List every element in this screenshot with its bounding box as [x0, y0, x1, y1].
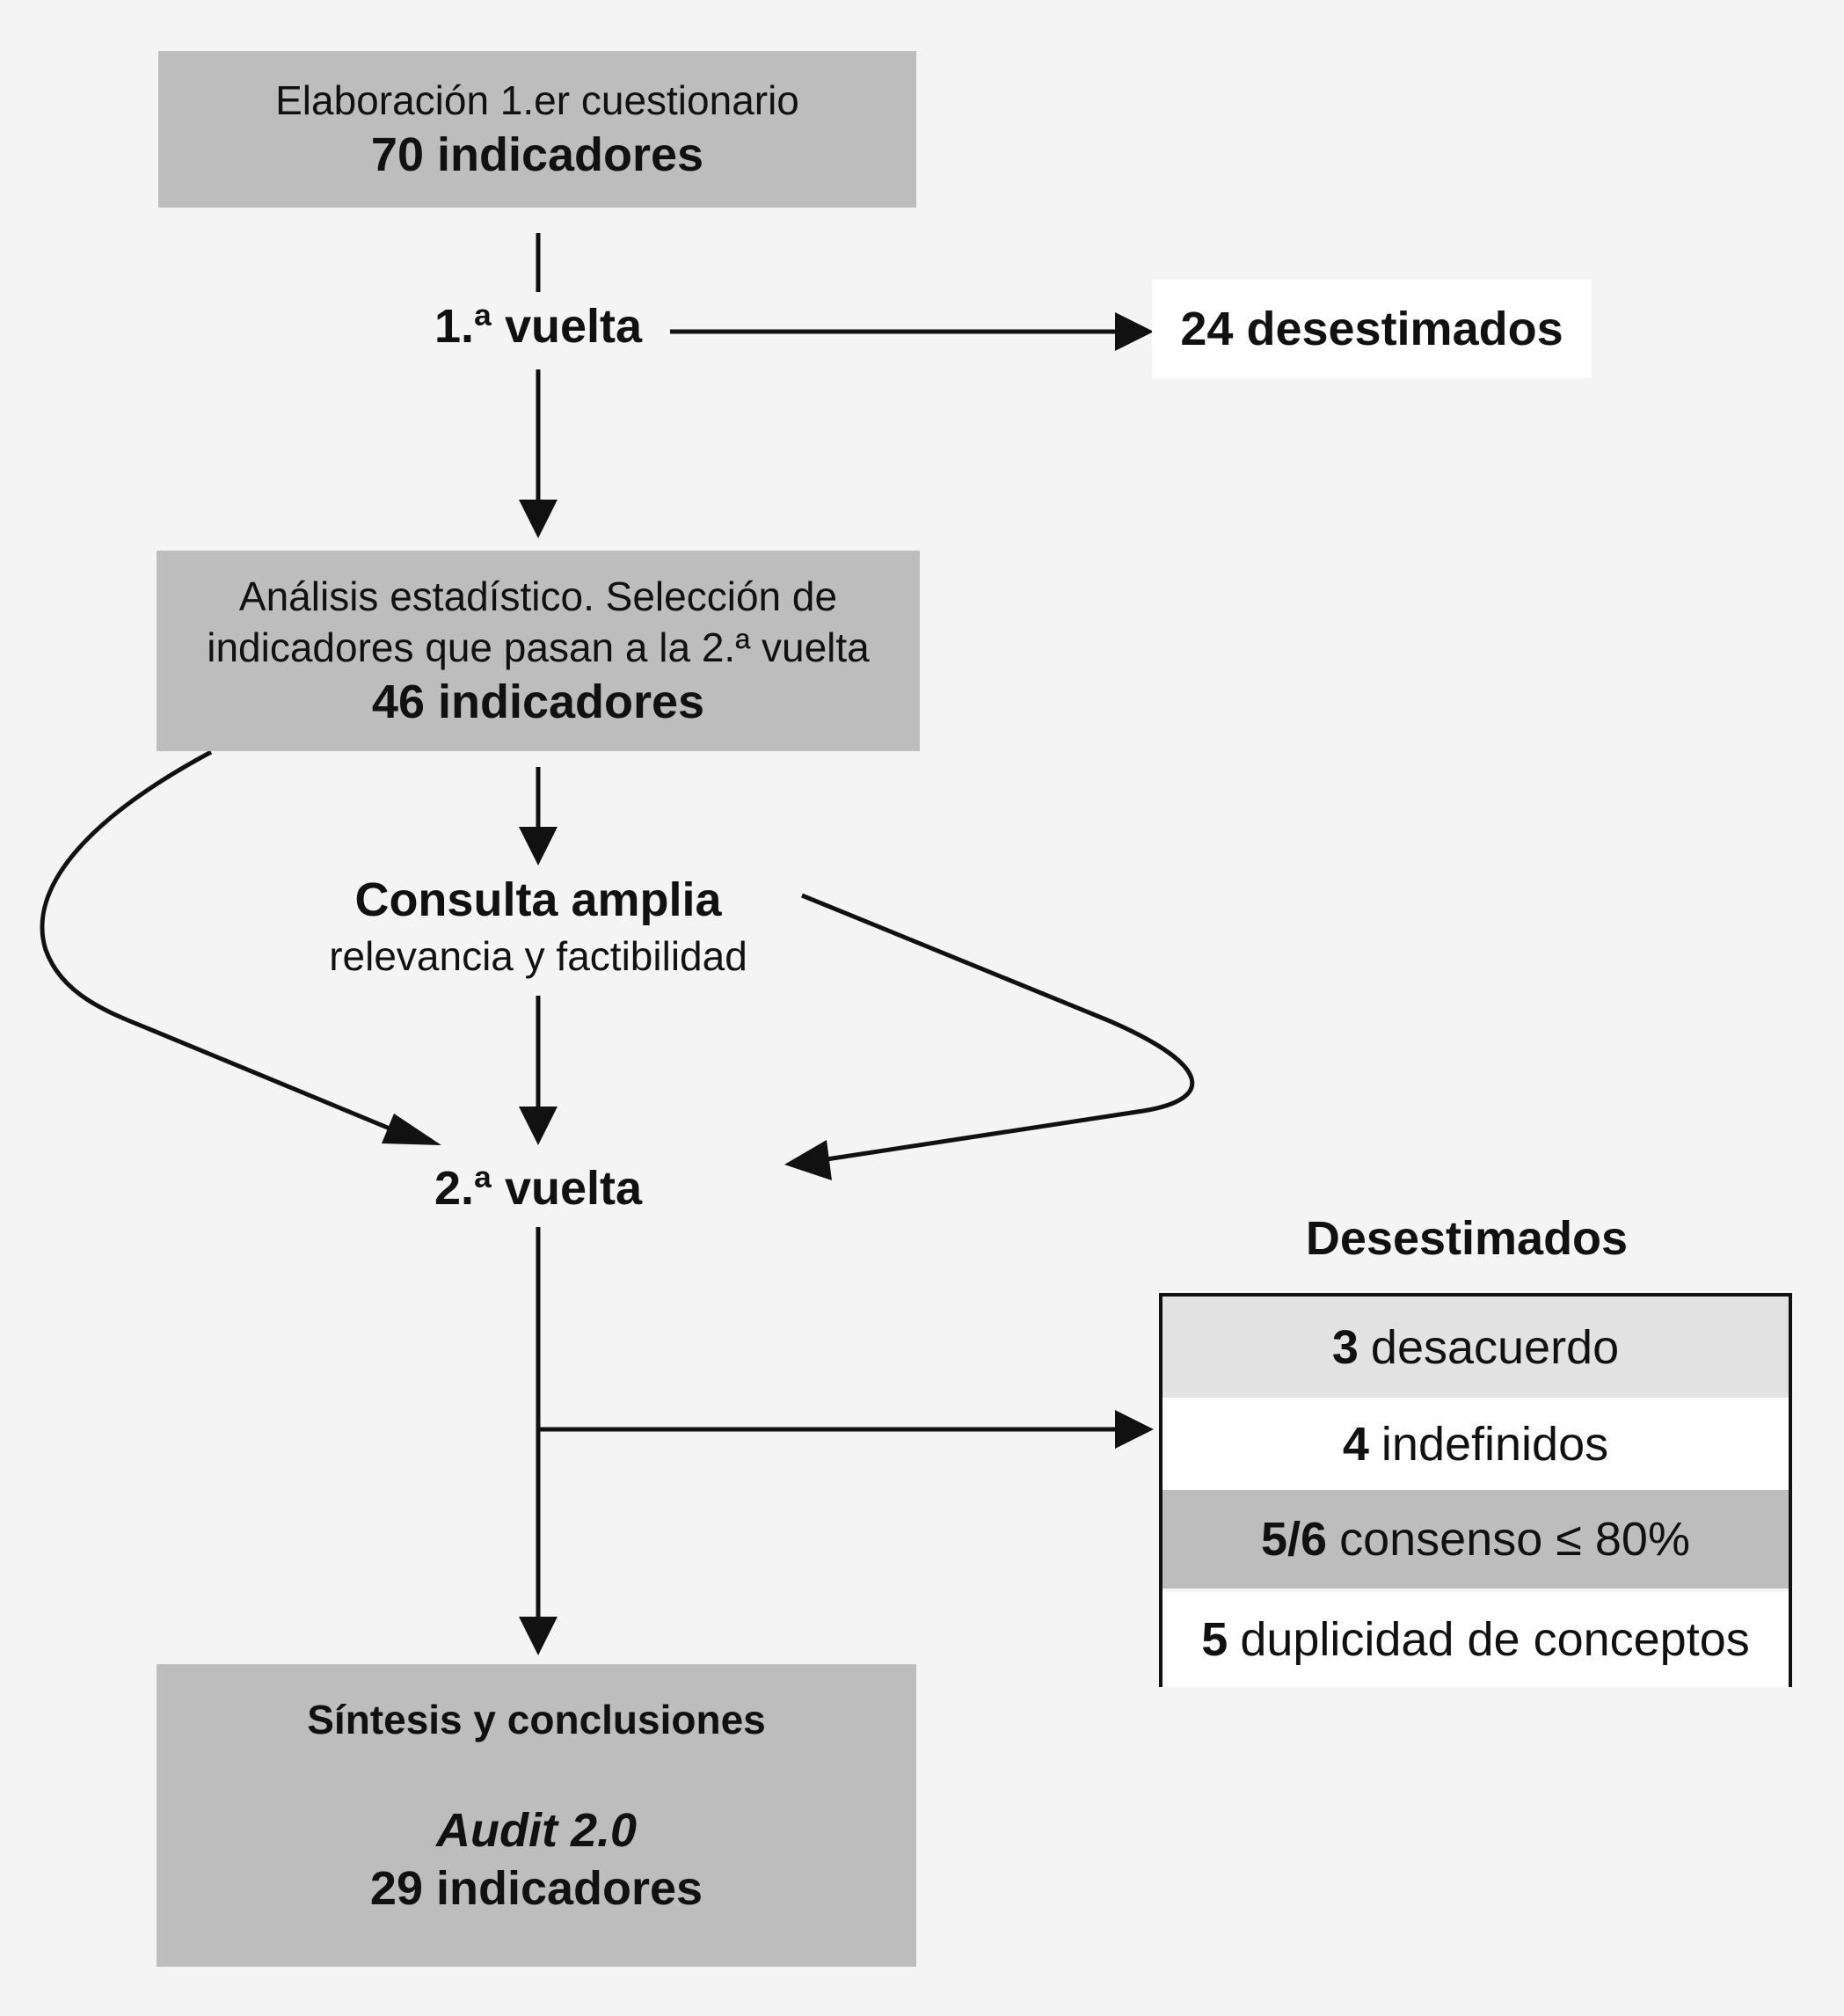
arrowhead-round1-box2 [519, 500, 558, 538]
box3-line3: 29 indicadores [369, 1862, 703, 1915]
discarded-heading: Desestimados [1305, 1212, 1629, 1265]
discarded-row: 5 duplicidad de conceptos [1163, 1589, 1789, 1687]
box1-line2: 70 indicadores [370, 128, 704, 181]
consulta-block: Consulta amplia relevancia y factibilida… [274, 871, 802, 982]
discarded-row-count: 3 [1331, 1320, 1359, 1374]
arrowhead-box2-consulta [519, 827, 558, 866]
connector-curve-right [801, 893, 1195, 1162]
discard1-label: 24 desestimados [1180, 303, 1563, 355]
discarded-row-text: indefinidos [1381, 1417, 1609, 1471]
round2-label: 2.ª vuelta [434, 1162, 643, 1215]
discarded-table: 3 desacuerdo 4 indefinidos 5/6 consenso … [1159, 1293, 1792, 1687]
discarded-row-text: desacuerdo [1370, 1320, 1620, 1374]
discarded-row: 3 desacuerdo [1163, 1297, 1789, 1398]
box3-line2: Audit 2.0 [435, 1804, 638, 1857]
discarded-row: 4 indefinidos [1163, 1398, 1789, 1490]
discarded-row-text: duplicidad de conceptos [1240, 1613, 1750, 1666]
discarded-row-count: 5/6 [1261, 1513, 1328, 1566]
connector-curve-left [40, 749, 405, 1137]
box-statistical-analysis: Análisis estadístico. Selección de indic… [157, 551, 920, 751]
arrowhead-round2-discarded [1115, 1410, 1154, 1449]
consulta-subtitle: relevancia y factibilidad [329, 933, 747, 979]
discarded-row: 5/6 consenso ≤ 80% [1163, 1490, 1789, 1589]
arrowhead-round2-box3 [519, 1617, 558, 1655]
arrowhead-round1-discard [1115, 312, 1154, 351]
box-first-questionnaire: Elaboración 1.er cuestionario 70 indicad… [158, 51, 916, 208]
discarded-row-count: 4 [1342, 1417, 1369, 1471]
discarded-row-count: 5 [1201, 1613, 1228, 1666]
box-synthesis: Síntesis y conclusiones Audit 2.0 29 ind… [157, 1664, 916, 1967]
box1-line1: Elaboración 1.er cuestionario [275, 77, 799, 123]
arrowhead-curve-left [382, 1114, 441, 1145]
discard1-box: 24 desestimados [1152, 280, 1592, 378]
round1-label: 1.ª vuelta [434, 300, 643, 353]
box2-line3: 46 indicadores [371, 676, 705, 728]
box2-line1: Análisis estadístico. Selección de [238, 573, 838, 619]
consulta-title: Consulta amplia [354, 873, 722, 926]
arrowhead-consulta-round2 [519, 1107, 558, 1145]
box2-line2: indicadores que pasan a la 2.ª vuelta [207, 625, 870, 670]
discarded-row-text: consenso ≤ 80% [1339, 1513, 1690, 1566]
arrowhead-curve-right [784, 1140, 832, 1180]
box3-line1: Síntesis y conclusiones [307, 1697, 766, 1742]
